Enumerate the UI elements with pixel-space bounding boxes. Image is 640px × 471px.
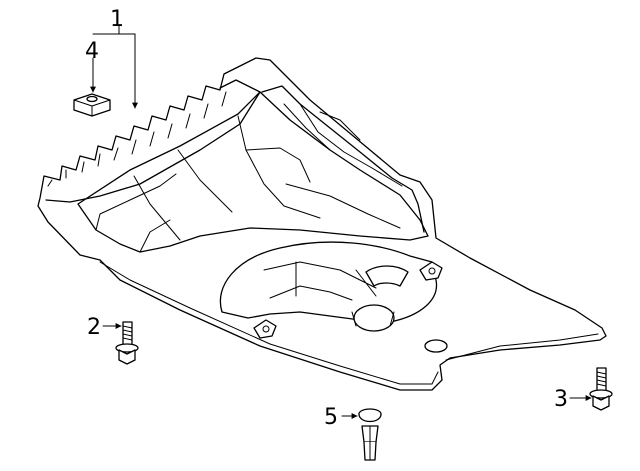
circular-depression [219, 241, 438, 323]
front-flange-lip [45, 79, 261, 203]
shield-outline [37, 57, 607, 391]
arc-cutout [365, 265, 409, 287]
clip-nut-part [73, 93, 111, 117]
callout-2: 2 [87, 315, 101, 340]
callout-3: 3 [554, 387, 568, 412]
splash-shield [37, 57, 607, 391]
bolt-part-2 [115, 321, 139, 365]
leader-lines [90, 25, 592, 419]
tunnel-rib-inner [299, 103, 403, 187]
retainer-part-5 [358, 408, 382, 461]
tail-hole [424, 339, 448, 353]
depression-inner-ridge [263, 261, 377, 301]
mount-tab-left [253, 319, 277, 339]
mount-tab-right [419, 261, 443, 281]
mount-tab-left-hole [262, 325, 270, 333]
front-flange-teeth [47, 91, 227, 187]
inner-pan [77, 91, 429, 253]
mount-tab-right-hole [428, 267, 436, 275]
tail-lip [445, 333, 599, 361]
pan-facet-2 [95, 147, 311, 253]
bottom-lip [99, 261, 439, 385]
drain-bulge [353, 304, 395, 332]
drain-bulge-link [351, 311, 395, 327]
callout-1: 1 [110, 7, 124, 32]
callout-5: 5 [324, 405, 338, 430]
callout-4: 4 [85, 39, 99, 64]
bolt-part-3 [589, 367, 613, 411]
pan-facet-1 [133, 103, 401, 241]
tunnel-rib [261, 85, 425, 233]
